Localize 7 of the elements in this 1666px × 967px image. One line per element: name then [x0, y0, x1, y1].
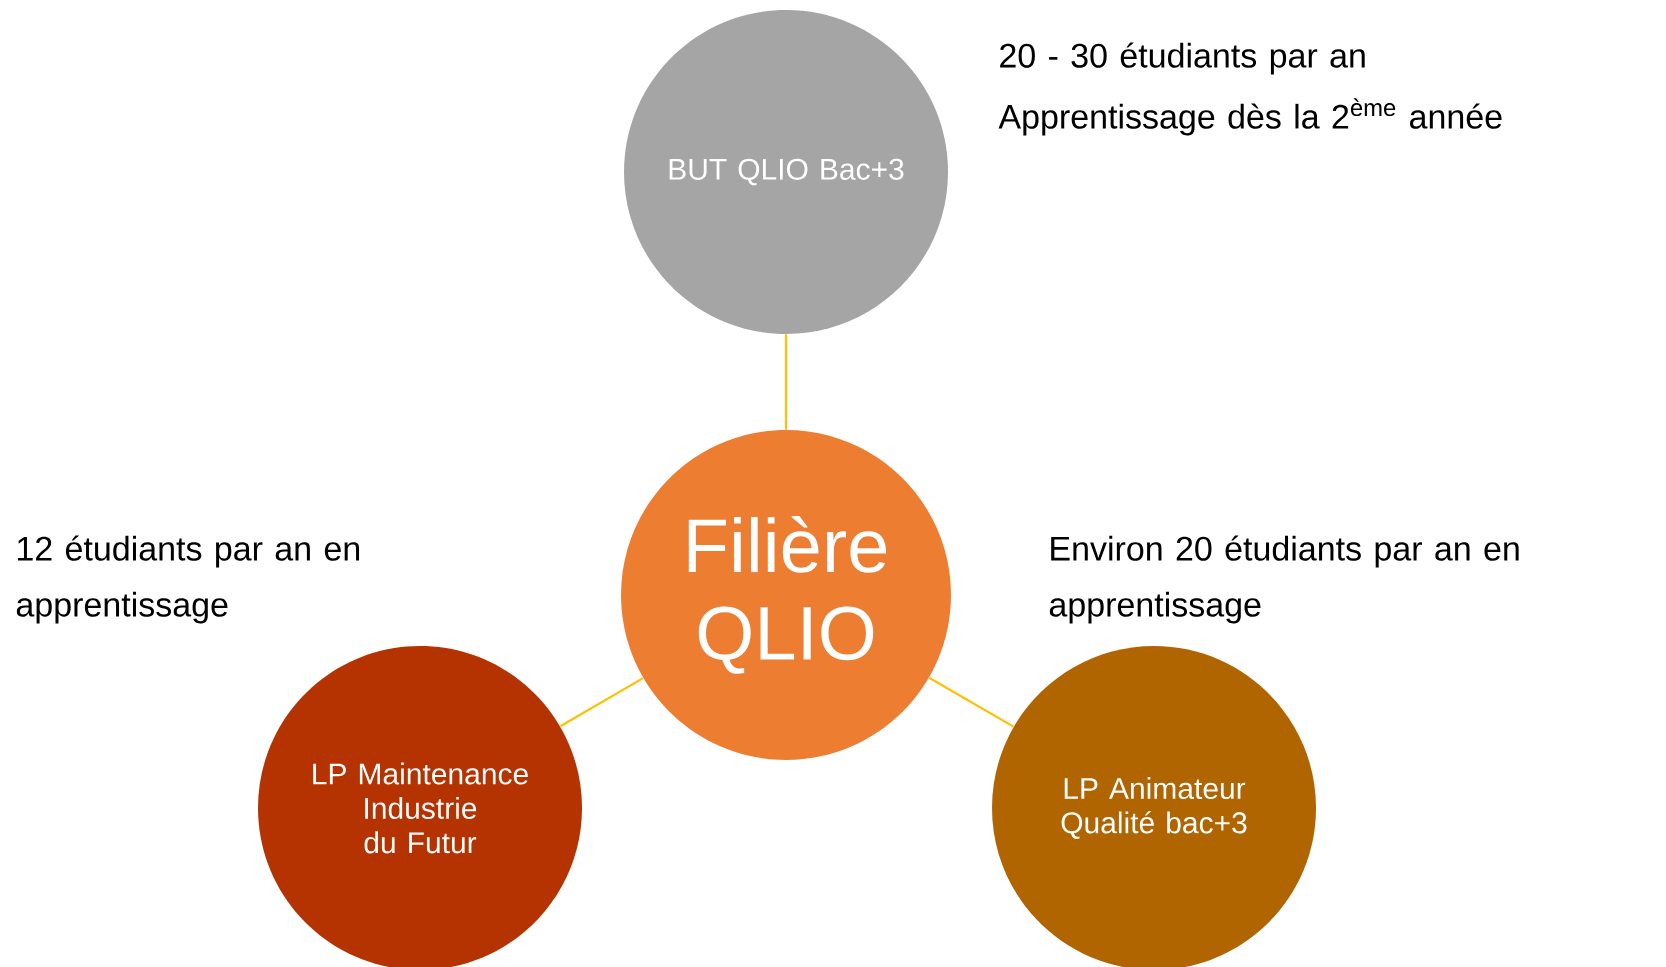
connector-line [928, 676, 1014, 728]
annotation-text: Environ 20 étudiants par an en apprentissage [1049, 535, 1519, 624]
annotation-text: 20 - 30 étudiants par an [1000, 42, 1365, 75]
annotation-text: Apprentissage dès la 2$^{ème}$ année [998, 98, 1502, 136]
annotation-text: 12 étudiants par an en apprentissage [16, 535, 360, 624]
connector-line [559, 677, 644, 728]
connector-line [784, 334, 788, 430]
